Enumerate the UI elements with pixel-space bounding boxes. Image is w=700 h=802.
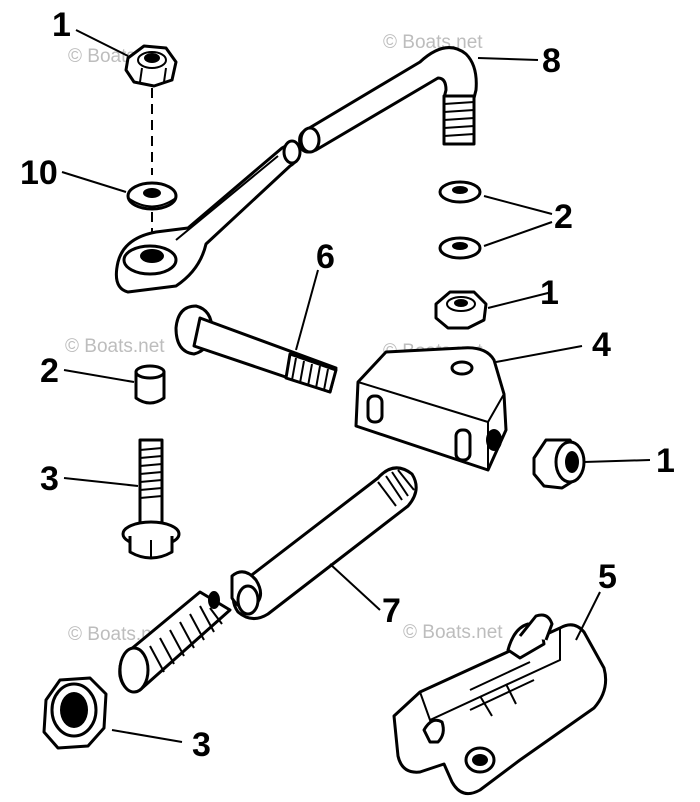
- lock-washer: [126, 181, 178, 211]
- flat-washer-upper: [438, 180, 482, 204]
- callout-labels: 1 1 1 10 2 2 2 3 3 4 5 6 7 8: [20, 6, 675, 764]
- flange-bolt: [121, 438, 181, 560]
- callout-7: 7: [382, 592, 401, 630]
- hex-nut-lower: [42, 676, 108, 750]
- bolt-long: [174, 304, 338, 394]
- hex-nut-top: [124, 44, 178, 88]
- callout-2-left: 2: [40, 352, 59, 390]
- callout-1-middle: 1: [540, 274, 559, 312]
- callout-8: 8: [542, 42, 561, 80]
- bracket-yoke: [392, 613, 608, 796]
- callout-1-top: 1: [52, 6, 71, 44]
- callout-6: 6: [316, 238, 335, 276]
- callout-10: 10: [20, 154, 58, 192]
- flat-washer-lower: [438, 236, 482, 260]
- callout-3-bottom: 3: [192, 726, 211, 764]
- callout-2-right: 2: [554, 198, 573, 236]
- spacer-sleeve: [134, 364, 166, 405]
- callout-4: 4: [592, 326, 611, 364]
- leader-lines: [61, 29, 651, 743]
- threaded-tube: [118, 466, 418, 694]
- watermark-text: © Boats.net: [65, 336, 165, 357]
- link-rod: [114, 46, 478, 294]
- callout-1-right: 1: [656, 442, 675, 480]
- hex-nut-middle: [434, 290, 488, 330]
- connector-block: [354, 346, 508, 472]
- lock-nut-right: [532, 438, 586, 490]
- callout-5: 5: [598, 558, 617, 596]
- watermark-text: © Boats.net: [403, 622, 503, 643]
- watermark-text: © Boats.net: [383, 32, 483, 53]
- callout-3-top: 3: [40, 460, 59, 498]
